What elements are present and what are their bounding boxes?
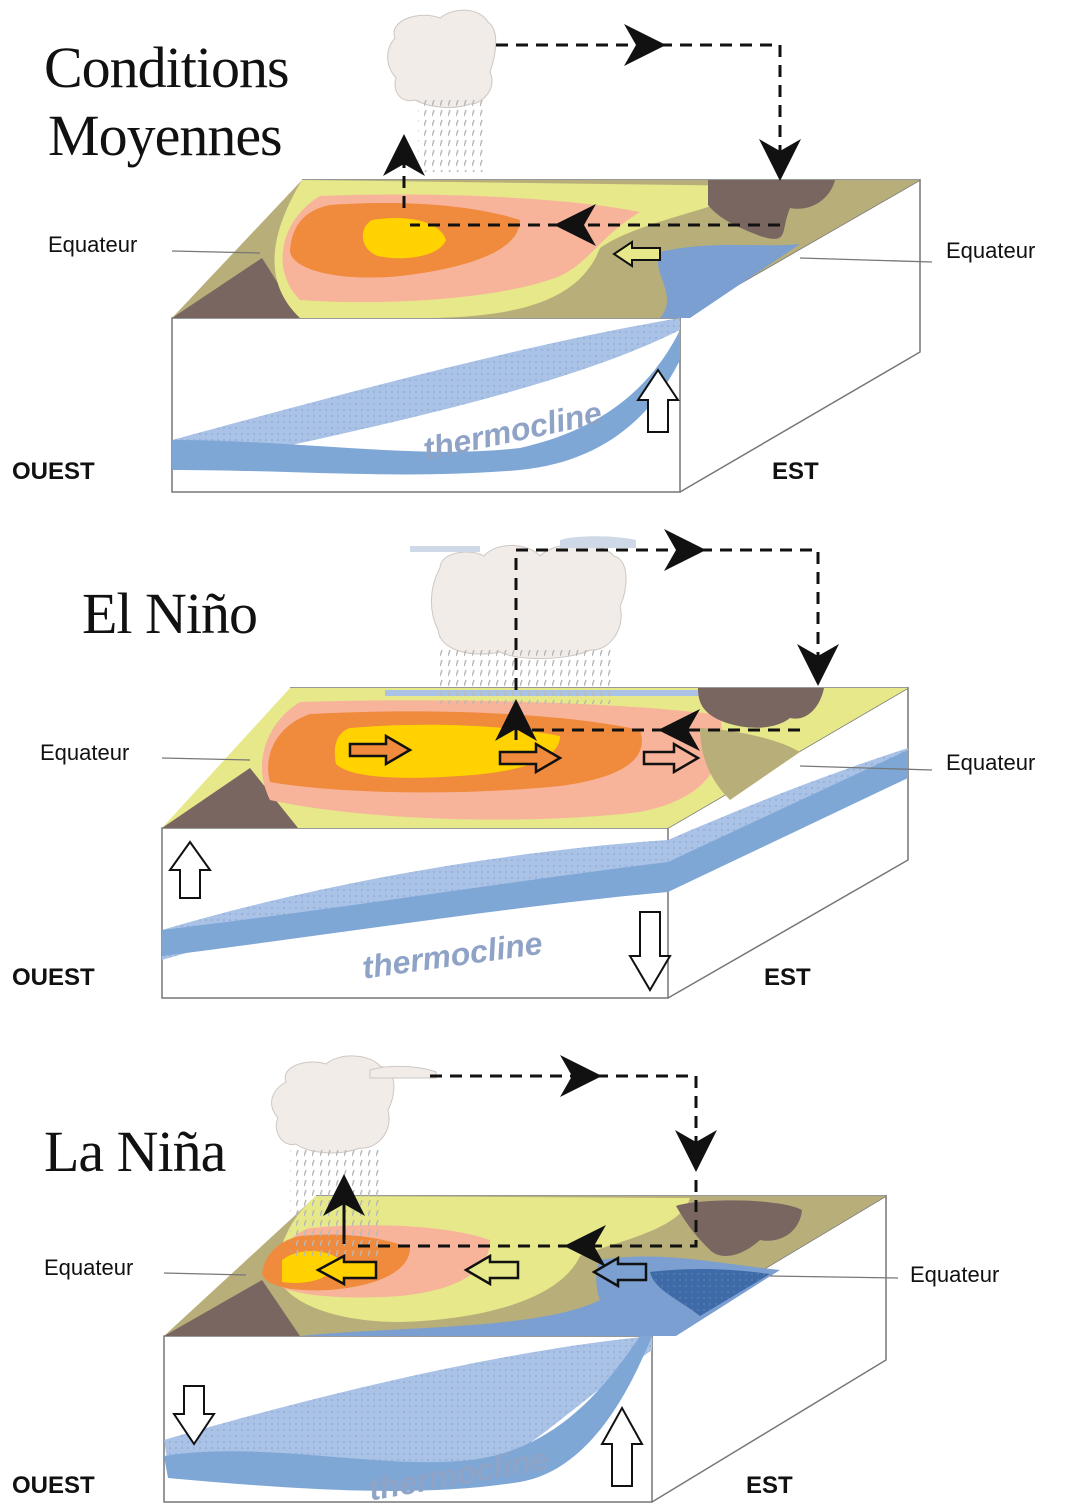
walker-circulation-arrow — [596, 1074, 717, 1172]
equator-label-left: Equateur — [40, 740, 130, 765]
land-west — [172, 258, 300, 318]
cloud-anvil — [410, 536, 636, 552]
west-label: OUEST — [12, 458, 95, 485]
equator-leader — [171, 250, 261, 254]
trade-wind-arrow — [591, 1255, 648, 1289]
thermocline-band — [164, 1336, 652, 1491]
walker-circulation-arrow — [514, 529, 706, 690]
upwelling-arrow — [636, 368, 680, 433]
panel-title-line2: Moyennes — [48, 103, 283, 168]
equator-label-right: Equateur — [946, 238, 1036, 263]
walker-circulation-arrow — [700, 548, 839, 686]
panel-title: La Niña — [44, 1119, 226, 1184]
walker-circulation-arrow — [660, 43, 801, 181]
equator-label-left: Equateur — [48, 232, 138, 257]
east-label: EST — [746, 1472, 793, 1499]
zone-warmest — [362, 218, 446, 259]
rain — [436, 650, 616, 704]
east-label: EST — [772, 458, 819, 485]
wind-arrow — [498, 741, 563, 775]
panel-normal — [171, 9, 933, 493]
equator-label-left: Equateur — [44, 1255, 134, 1280]
trade-wind-arrow — [612, 240, 661, 268]
wind-arrow — [348, 733, 413, 767]
panel-el-nino — [161, 529, 933, 999]
zone-cold — [657, 244, 800, 318]
land-east — [698, 688, 824, 728]
equator-leader — [161, 757, 251, 761]
equator-leader — [769, 1275, 899, 1279]
equator-label-right: Equateur — [910, 1262, 1000, 1287]
cloud — [387, 9, 497, 108]
walker-circulation-arrow — [564, 1180, 698, 1267]
trade-wind-arrow — [463, 1253, 520, 1287]
thermocline-band — [162, 750, 908, 956]
west-label: OUEST — [12, 1472, 95, 1499]
ocean-layer-dots — [164, 1336, 652, 1478]
zone-coldest-dots — [650, 1268, 770, 1316]
zone-cooler — [700, 728, 800, 800]
wind-arrow — [642, 741, 701, 775]
cloud — [430, 543, 627, 659]
cloud-anvil — [369, 1065, 437, 1079]
ocean-layer-dots — [172, 318, 680, 470]
cloud — [271, 1055, 395, 1154]
equator-label-right: Equateur — [946, 750, 1036, 775]
upwelling-arrow — [600, 1405, 644, 1487]
rain — [290, 1150, 384, 1260]
east-label: EST — [764, 964, 811, 991]
land-west — [164, 1280, 300, 1336]
equator-leader — [799, 257, 933, 263]
downward-arrow — [172, 1385, 216, 1446]
trade-wind-arrow — [315, 1253, 378, 1287]
upward-arrow — [168, 840, 212, 899]
rain — [418, 100, 484, 172]
panel-title: El Niño — [82, 581, 258, 646]
land-west — [162, 768, 298, 828]
land-east — [676, 1200, 802, 1256]
equator-leader — [799, 765, 933, 771]
thermocline-band — [172, 330, 680, 475]
equator-leader — [163, 1272, 247, 1276]
panel-la-nina — [163, 1055, 899, 1503]
west-label: OUEST — [12, 964, 95, 991]
panel-title: Conditions — [44, 35, 290, 100]
downward-arrow — [628, 911, 672, 992]
